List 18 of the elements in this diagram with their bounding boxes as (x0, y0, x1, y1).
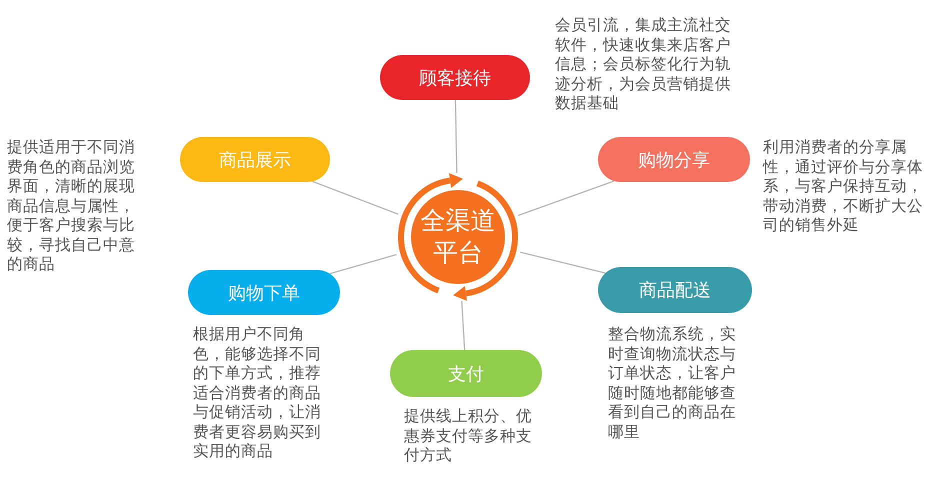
description-text: 整合物流系统，实时查询物流状态与订单状态，让客户随时随地都能够查看到自己的商品在哪里 (608, 325, 737, 442)
feature-pill: 顾客接待 (380, 55, 530, 100)
feature-pill: 购物下单 (188, 270, 340, 315)
description-text: 提供线上积分、优惠券支付等多种支付方式 (404, 407, 533, 466)
connector-line (518, 180, 614, 216)
connector-line (520, 252, 606, 274)
feature-pill: 支付 (390, 350, 542, 397)
feature-pill: 购物分享 (598, 137, 750, 182)
description-text: 利用消费者的分享属性，通过评价与分享体系，与客户保持互动，带动消费，不断扩大公司的销售外延 (763, 138, 924, 236)
description-text: 提供适用于不同消费角色的商品浏览界面，清晰的展现商品信息与属性，便于客户搜索与比较，寻找自己中意的商品 (7, 138, 136, 274)
connector-line (312, 180, 398, 215)
connector-line (454, 100, 458, 174)
feature-pill: 商品配送 (598, 267, 752, 313)
connector-line (330, 254, 397, 274)
feature-pill: 商品展示 (180, 137, 330, 182)
connector-line (461, 300, 466, 350)
description-text: 根据用户不同角色，能够选择不同的下单方式，推荐适合消费者的商品与促销活动，让消费者更容易购买到实用的商品 (193, 325, 322, 462)
description-text: 会员引流，集成主流社交软件，快速收集来店客户信息；会员标签化行为轨迹分析，为会员营销提供数据基础 (555, 16, 732, 114)
